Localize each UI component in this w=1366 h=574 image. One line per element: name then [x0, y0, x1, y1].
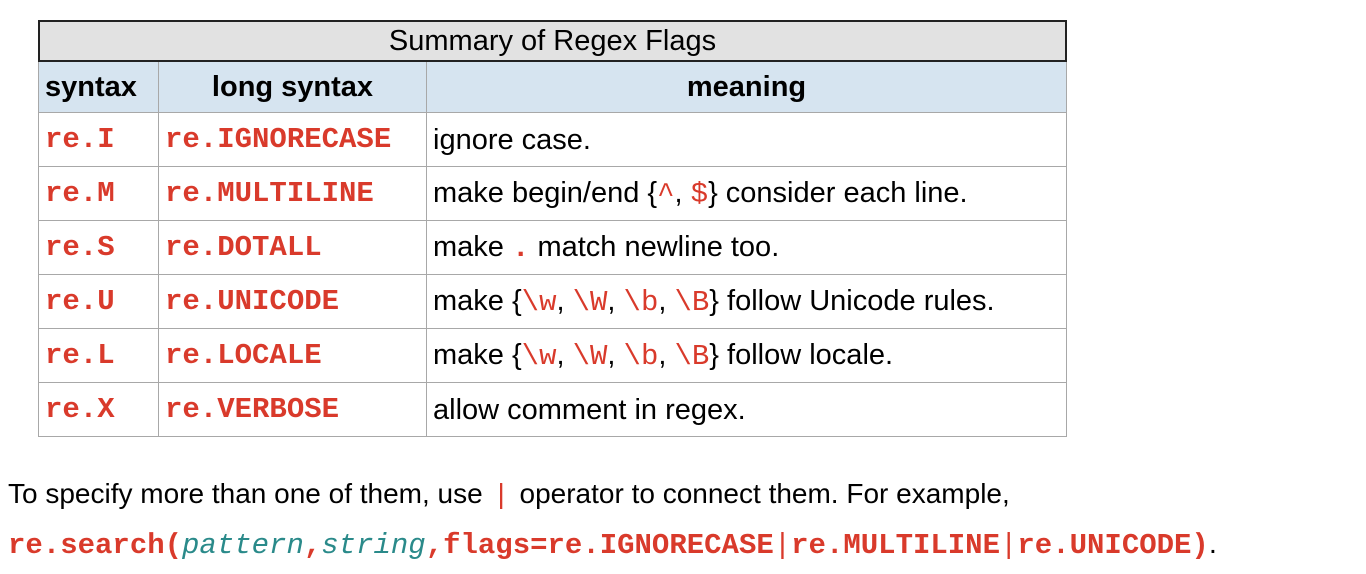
escape-token: \b: [623, 285, 659, 319]
table-row: re.X re.VERBOSE allow comment in regex.: [38, 382, 1067, 437]
table-row: re.S re.DOTALL make . match newline too.: [38, 220, 1067, 275]
code-flag-multiline: re.MULTILINE: [791, 529, 1000, 562]
table-row: re.M re.MULTILINE make begin/end {^, $} …: [38, 166, 1067, 221]
syntax-cell: re.L: [38, 328, 159, 383]
meaning-text: make {: [433, 338, 522, 371]
meaning-text: } consider each line.: [708, 176, 968, 209]
table-header-row: syntax long syntax meaning: [38, 60, 1067, 113]
header-meaning: meaning: [426, 60, 1067, 113]
header-long-syntax: long syntax: [158, 60, 427, 113]
syntax-cell: re.S: [38, 220, 159, 275]
code-arg-pattern: pattern: [182, 529, 304, 562]
meaning-text: match newline too.: [529, 230, 780, 263]
syntax-cell: re.X: [38, 382, 159, 437]
long-syntax-cell: re.IGNORECASE: [158, 112, 427, 167]
combine-flags-note: To specify more than one of them, use | op…: [8, 478, 1010, 512]
syntax-cell: re.U: [38, 274, 159, 329]
long-syntax-cell: re.MULTILINE: [158, 166, 427, 221]
caret-token: ^: [657, 177, 675, 211]
long-syntax-cell: re.VERBOSE: [158, 382, 427, 437]
code-flag-unicode: re.UNICODE): [1017, 529, 1209, 562]
table-caption: Summary of Regex Flags: [38, 20, 1067, 60]
syntax-cell: re.I: [38, 112, 159, 167]
escape-token: \B: [674, 339, 710, 373]
code-pipe: |: [773, 529, 792, 562]
header-syntax: syntax: [38, 60, 159, 113]
meaning-cell: make {\w, \W, \b, \B} follow Unicode rul…: [426, 274, 1067, 329]
table-row: re.I re.IGNORECASE ignore case.: [38, 112, 1067, 167]
meaning-text: make {: [433, 284, 522, 317]
meaning-cell: make begin/end {^, $} consider each line…: [426, 166, 1067, 221]
escape-token: \W: [572, 339, 608, 373]
escape-token: \W: [572, 285, 608, 319]
dot-token: .: [511, 231, 530, 265]
meaning-cell: allow comment in regex.: [426, 382, 1067, 437]
meaning-text: make: [433, 230, 512, 263]
dollar-token: $: [690, 177, 709, 211]
escape-token: \b: [623, 339, 659, 373]
long-syntax-cell: re.DOTALL: [158, 220, 427, 275]
note-text: operator to connect them. For example,: [519, 478, 1010, 509]
code-pipe: |: [1000, 529, 1018, 562]
long-syntax-cell: re.UNICODE: [158, 274, 427, 329]
code-example: re.search(pattern,string,flags=re.IGNORE…: [8, 528, 1217, 562]
long-syntax-cell: re.LOCALE: [158, 328, 427, 383]
meaning-cell: make {\w, \W, \b, \B} follow locale.: [426, 328, 1067, 383]
note-text: To specify more than one of them, use: [8, 478, 483, 509]
separator: ,: [674, 176, 691, 209]
table-row: re.U re.UNICODE make {\w, \W, \b, \B} fo…: [38, 274, 1067, 329]
meaning-cell: ignore case.: [426, 112, 1067, 167]
code-fn: re.search(: [8, 529, 183, 562]
code-comma: ,: [303, 529, 322, 562]
meaning-text: make begin/end {: [433, 176, 658, 209]
code-period: .: [1208, 528, 1217, 560]
code-arg-string: string: [321, 529, 426, 562]
pipe-operator: |: [492, 481, 510, 512]
regex-flags-table: Summary of Regex Flags syntax long synta…: [38, 20, 1067, 437]
meaning-cell: make . match newline too.: [426, 220, 1067, 275]
table-row: re.L re.LOCALE make {\w, \W, \b, \B} fol…: [38, 328, 1067, 383]
meaning-text: } follow locale.: [709, 338, 894, 371]
code-flags: ,flags=re.IGNORECASE: [425, 529, 774, 562]
escape-token: \w: [521, 339, 557, 373]
syntax-cell: re.M: [38, 166, 159, 221]
escape-token: \w: [521, 285, 557, 319]
meaning-text: } follow Unicode rules.: [709, 284, 995, 317]
escape-token: \B: [674, 285, 710, 319]
